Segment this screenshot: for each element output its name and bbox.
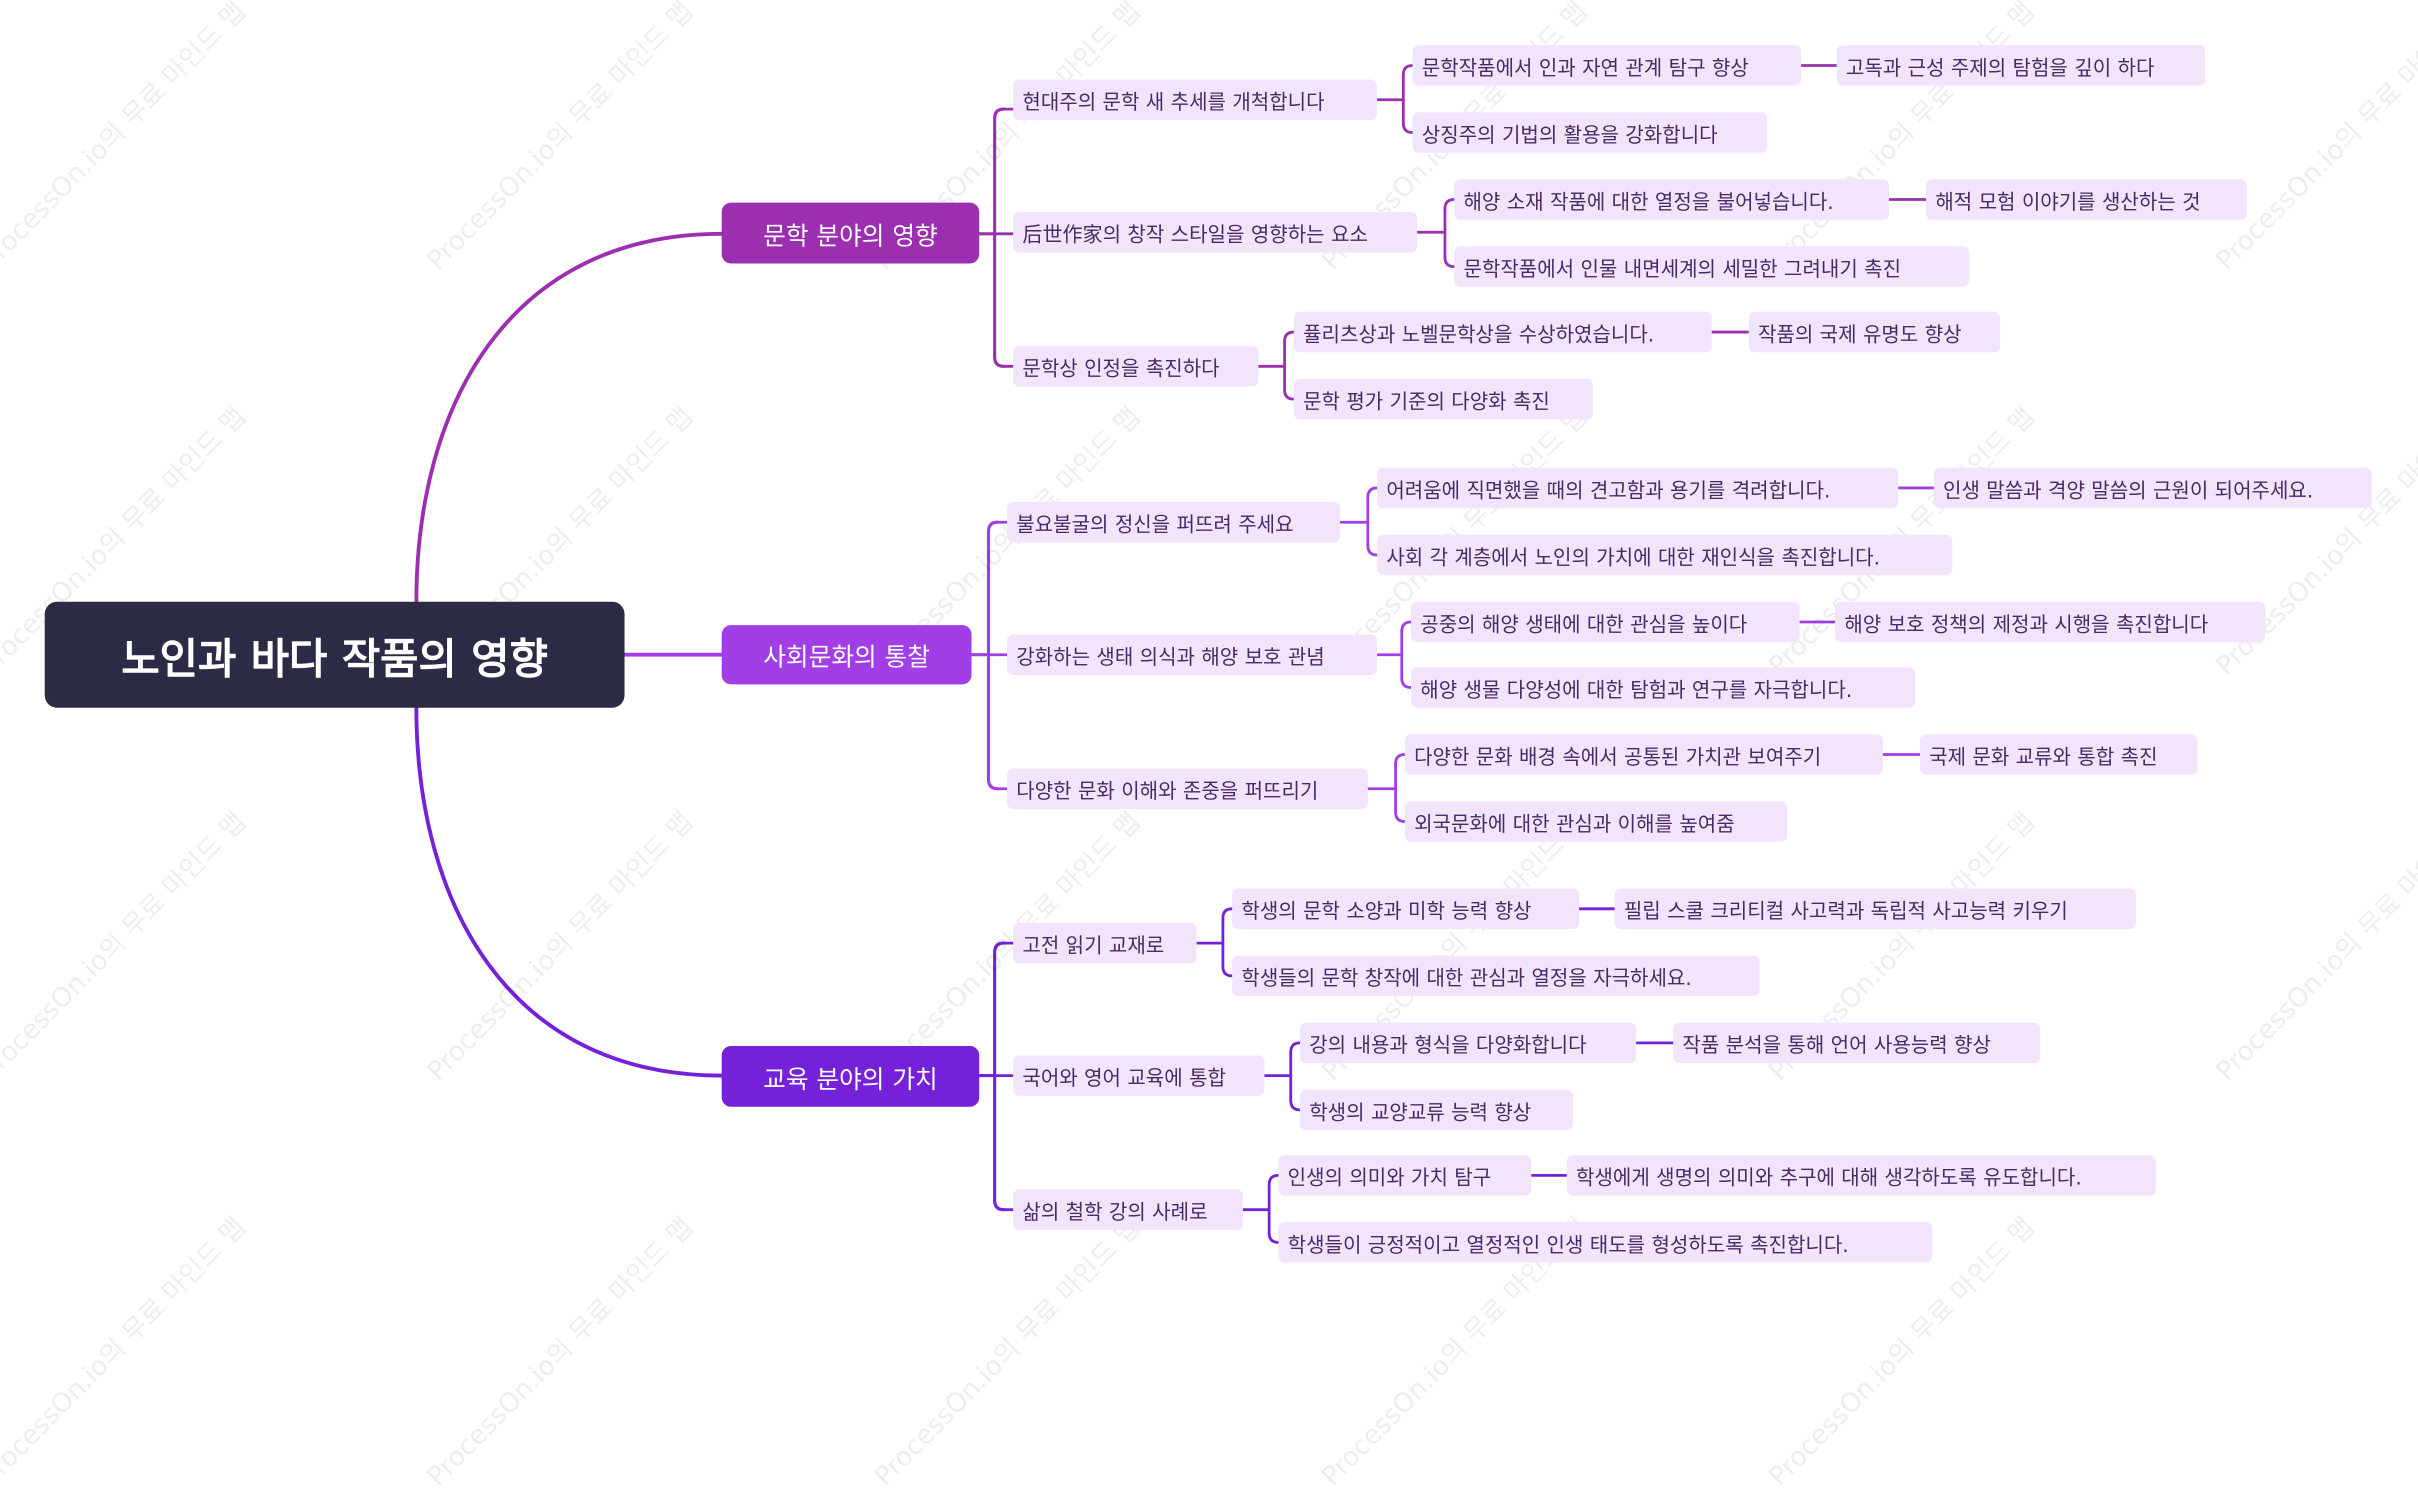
sub-node[interactable]: 학생들이 긍정적이고 열정적인 인생 태도를 형성하도록 촉진합니다. xyxy=(1278,1222,1933,1263)
sub-node[interactable]: 상징주의 기법의 활용을 강화합니다 xyxy=(1412,112,1768,153)
sub-node[interactable]: 강화하는 생태 의식과 해양 보호 관념 xyxy=(1006,634,1378,675)
sub-node[interactable]: 강의 내용과 형식을 다양화합니다 xyxy=(1299,1022,1637,1064)
connector-lines xyxy=(414,64,1936,1244)
root-node[interactable]: 노인과 바다 작품의 영향 xyxy=(44,601,625,708)
sub-node[interactable]: 문학작품에서 인과 자연 관계 탐구 향상 xyxy=(1412,45,1802,86)
sub-node[interactable]: 다양한 문화 이해와 존중을 퍼뜨리기 xyxy=(1006,768,1368,810)
sub-node[interactable]: 인생의 의미와 가치 탐구 xyxy=(1278,1155,1532,1196)
sub-node[interactable]: 학생에게 생명의 의미와 추구에 대해 생각하도록 유도합니다. xyxy=(1566,1155,2156,1196)
branch-node-literature[interactable]: 문학 분야의 영향 xyxy=(721,202,980,264)
sub-node[interactable]: 인생 말씀과 격양 말씀의 근원이 되어주세요. xyxy=(1933,467,2372,509)
sub-node[interactable]: 해양 생물 다양성에 대한 탐험과 연구를 자극합니다. xyxy=(1411,667,1916,708)
sub-node[interactable]: 해양 보호 정책의 제정과 시행을 촉진합니다 xyxy=(1835,601,2266,643)
sub-node[interactable]: 문학작품에서 인물 내면세계의 세밀한 그려내기 촉진 xyxy=(1454,246,1970,287)
branch-node-society[interactable]: 사회문화의 통찰 xyxy=(721,625,972,685)
sub-node[interactable]: 필립 스쿨 크리티컬 사고력과 독립적 사고능력 키우기 xyxy=(1614,888,2136,930)
sub-node[interactable]: 작품의 국제 유명도 향상 xyxy=(1748,311,2001,353)
sub-node[interactable]: 后世作家의 창작 스타일을 영향하는 요소 xyxy=(1013,212,1418,253)
sub-node[interactable]: 외국문화에 대한 관심과 이해를 높여줌 xyxy=(1404,801,1788,842)
sub-node[interactable]: 공중의 해양 생태에 대한 관심을 높이다 xyxy=(1411,601,1800,643)
sub-node[interactable]: 학생들의 문학 창작에 대한 관심과 열정을 자극하세요. xyxy=(1232,955,1760,997)
sub-node[interactable]: 작품 분석을 통해 언어 사용능력 향상 xyxy=(1673,1022,2041,1064)
branch-node-education[interactable]: 교육 분야의 가치 xyxy=(721,1045,980,1107)
sub-node[interactable]: 학생의 문학 소양과 미학 능력 향상 xyxy=(1232,888,1580,930)
sub-node[interactable]: 불요불굴의 정신을 퍼뜨려 주세요 xyxy=(1006,501,1341,543)
sub-node[interactable]: 국제 문화 교류와 통합 촉진 xyxy=(1919,734,2198,775)
sub-node[interactable]: 다양한 문화 배경 속에서 공통된 가치관 보여주기 xyxy=(1404,734,1883,775)
sub-node[interactable]: 사회 각 계층에서 노인의 가치에 대한 재인식을 촉진합니다. xyxy=(1377,534,1953,576)
sub-node[interactable]: 문학 평가 기준의 다양화 촉진 xyxy=(1293,378,1593,420)
sub-node[interactable]: 해적 모험 이야기를 생산하는 것 xyxy=(1926,179,2247,220)
sub-node[interactable]: 퓰리츠상과 노벨문학상을 수상하였습니다. xyxy=(1293,311,1712,353)
sub-node[interactable]: 국어와 영어 교육에 통합 xyxy=(1013,1055,1265,1096)
sub-node[interactable]: 삶의 철학 강의 사례로 xyxy=(1013,1189,1243,1230)
sub-node[interactable]: 문학상 인정을 촉진하다 xyxy=(1013,346,1259,387)
sub-node[interactable]: 고전 읽기 교재로 xyxy=(1013,922,1197,964)
sub-node[interactable]: 학생의 교양교류 능력 향상 xyxy=(1299,1089,1573,1131)
sub-node[interactable]: 해양 소재 작품에 대한 열정을 불어넣습니다. xyxy=(1454,179,1890,220)
sub-node[interactable]: 현대주의 문학 새 추세를 개척합니다 xyxy=(1013,79,1378,121)
sub-node[interactable]: 어려움에 직면했을 때의 견고함과 용기를 격려합니다. xyxy=(1377,467,1899,509)
sub-node[interactable]: 고독과 근성 주제의 탐험을 깊이 하다 xyxy=(1836,45,2206,86)
